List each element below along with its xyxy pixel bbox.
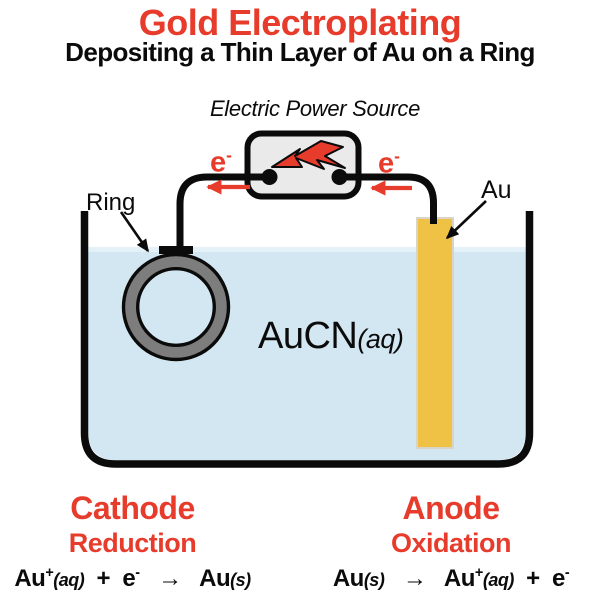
anode-title: Anode [402, 490, 500, 526]
gold-label: Au [481, 176, 512, 204]
cathode-equation: Au+(aq) + e- → Au(s) [14, 565, 251, 593]
ring-hanger [159, 246, 193, 254]
wire-left [176, 173, 269, 248]
terminal-right [331, 169, 348, 185]
cathode-subtitle: Reduction [68, 527, 197, 558]
terminal-left [261, 169, 278, 185]
ring-object [121, 246, 231, 362]
page-title: Gold Electroplating [138, 2, 462, 43]
wire-right [339, 173, 437, 224]
solution-label: AuCN(aq) [258, 315, 404, 357]
au-pointer-arrow [445, 200, 487, 240]
electron-label-left: e- [210, 145, 232, 179]
cathode-title: Cathode [70, 490, 195, 526]
ring-pointer-arrow [119, 211, 150, 253]
ring-label: Ring [86, 189, 136, 216]
water-surface-highlight [88, 247, 526, 252]
page-subtitle: Depositing a Thin Layer of Au on a Ring [65, 37, 535, 67]
cathode-section: Cathode Reduction Au+(aq) + e- → Au(s) [0, 490, 265, 593]
gold-electrode [416, 217, 454, 449]
electron-label-right: e- [378, 146, 400, 180]
tank-outline [80, 211, 534, 468]
lightning-icon [271, 140, 346, 170]
power-source-label: Electric Power Source [209, 96, 421, 121]
anode-subtitle: Oxidation [390, 527, 512, 558]
anode-section: Anode Oxidation Au(s) → Au+(aq) + e- [295, 490, 600, 593]
anode-equation: Au(s) → Au+(aq) + e- [332, 565, 570, 593]
